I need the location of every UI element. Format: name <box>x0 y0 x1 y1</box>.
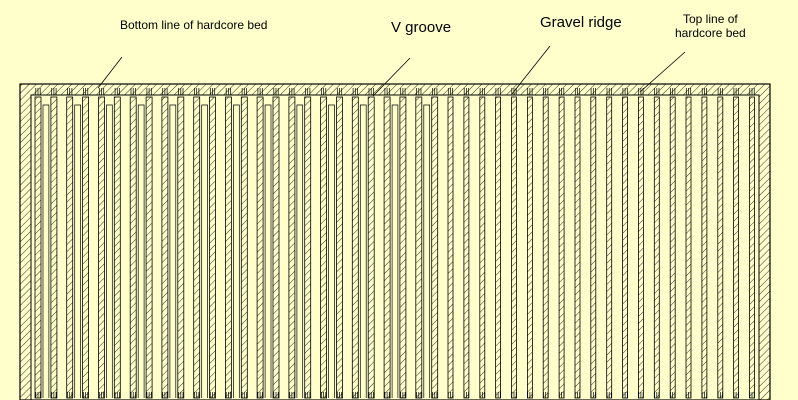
ridge-strip <box>701 88 708 399</box>
ridge-strip <box>98 88 113 399</box>
ridge-strip <box>209 88 216 399</box>
leader-v-groove <box>372 57 411 97</box>
ridge-strip <box>415 88 431 399</box>
ridge-strip <box>399 88 407 399</box>
ridge-strip <box>320 88 335 399</box>
leader-top-line <box>639 51 686 93</box>
ridge-strip <box>558 88 565 399</box>
ridge-strip <box>669 88 676 399</box>
ridge-strip <box>129 88 145 399</box>
ridge-strip <box>34 88 50 399</box>
ridge-strip <box>383 88 399 399</box>
ridge-strip <box>193 88 208 399</box>
ridge-strip <box>336 88 343 399</box>
ridge-strip <box>256 88 272 399</box>
leader-gravel-ridge <box>511 45 551 95</box>
ridge-strip <box>113 88 121 399</box>
ridge-strip <box>638 88 644 399</box>
ridge-strip <box>685 88 692 399</box>
ridge-strip <box>574 88 581 399</box>
label-v-groove: V groove <box>391 19 452 36</box>
ridge-strip <box>224 88 240 399</box>
ridge-strip <box>511 88 517 399</box>
ridge-strip <box>622 88 628 399</box>
label-top-line: Top line of hardcore bed <box>675 12 746 41</box>
ridge-strip <box>50 88 58 399</box>
ridge-strip <box>304 88 312 399</box>
ridge-strip <box>240 88 248 399</box>
ridge-strip <box>161 88 177 399</box>
leader-bottom-line <box>97 56 123 89</box>
leader-lines <box>97 45 686 97</box>
ridge-strip <box>653 88 660 399</box>
ridge-strip <box>288 88 304 399</box>
ridge-strip <box>351 88 367 399</box>
ridge-strip <box>463 88 470 399</box>
ridge-strip <box>495 88 502 399</box>
ridge-strip <box>733 88 739 399</box>
ridge-strip <box>527 88 533 399</box>
ridge-strip <box>177 88 185 399</box>
ridge-strip <box>590 88 597 399</box>
ridge-strip <box>66 88 81 399</box>
label-top-line-2: hardcore bed <box>675 25 746 40</box>
ridge-strip <box>431 88 439 399</box>
ridge-strip <box>542 88 549 399</box>
label-gravel-ridge: Gravel ridge <box>540 14 622 31</box>
ridge-strip <box>749 88 755 399</box>
ridge-strip <box>717 88 724 399</box>
ridge-strip <box>479 88 486 399</box>
ridge-strip <box>447 88 454 399</box>
label-top-line-1: Top line of <box>683 12 738 26</box>
gravel-ridge-strips <box>34 88 755 399</box>
ridge-strip <box>145 88 153 399</box>
ridge-strip <box>272 88 280 399</box>
ridge-strip <box>606 88 613 399</box>
ridge-strip <box>367 88 375 399</box>
ridge-strip <box>82 88 89 399</box>
label-bottom-line: Bottom line of hardcore bed <box>120 18 268 32</box>
